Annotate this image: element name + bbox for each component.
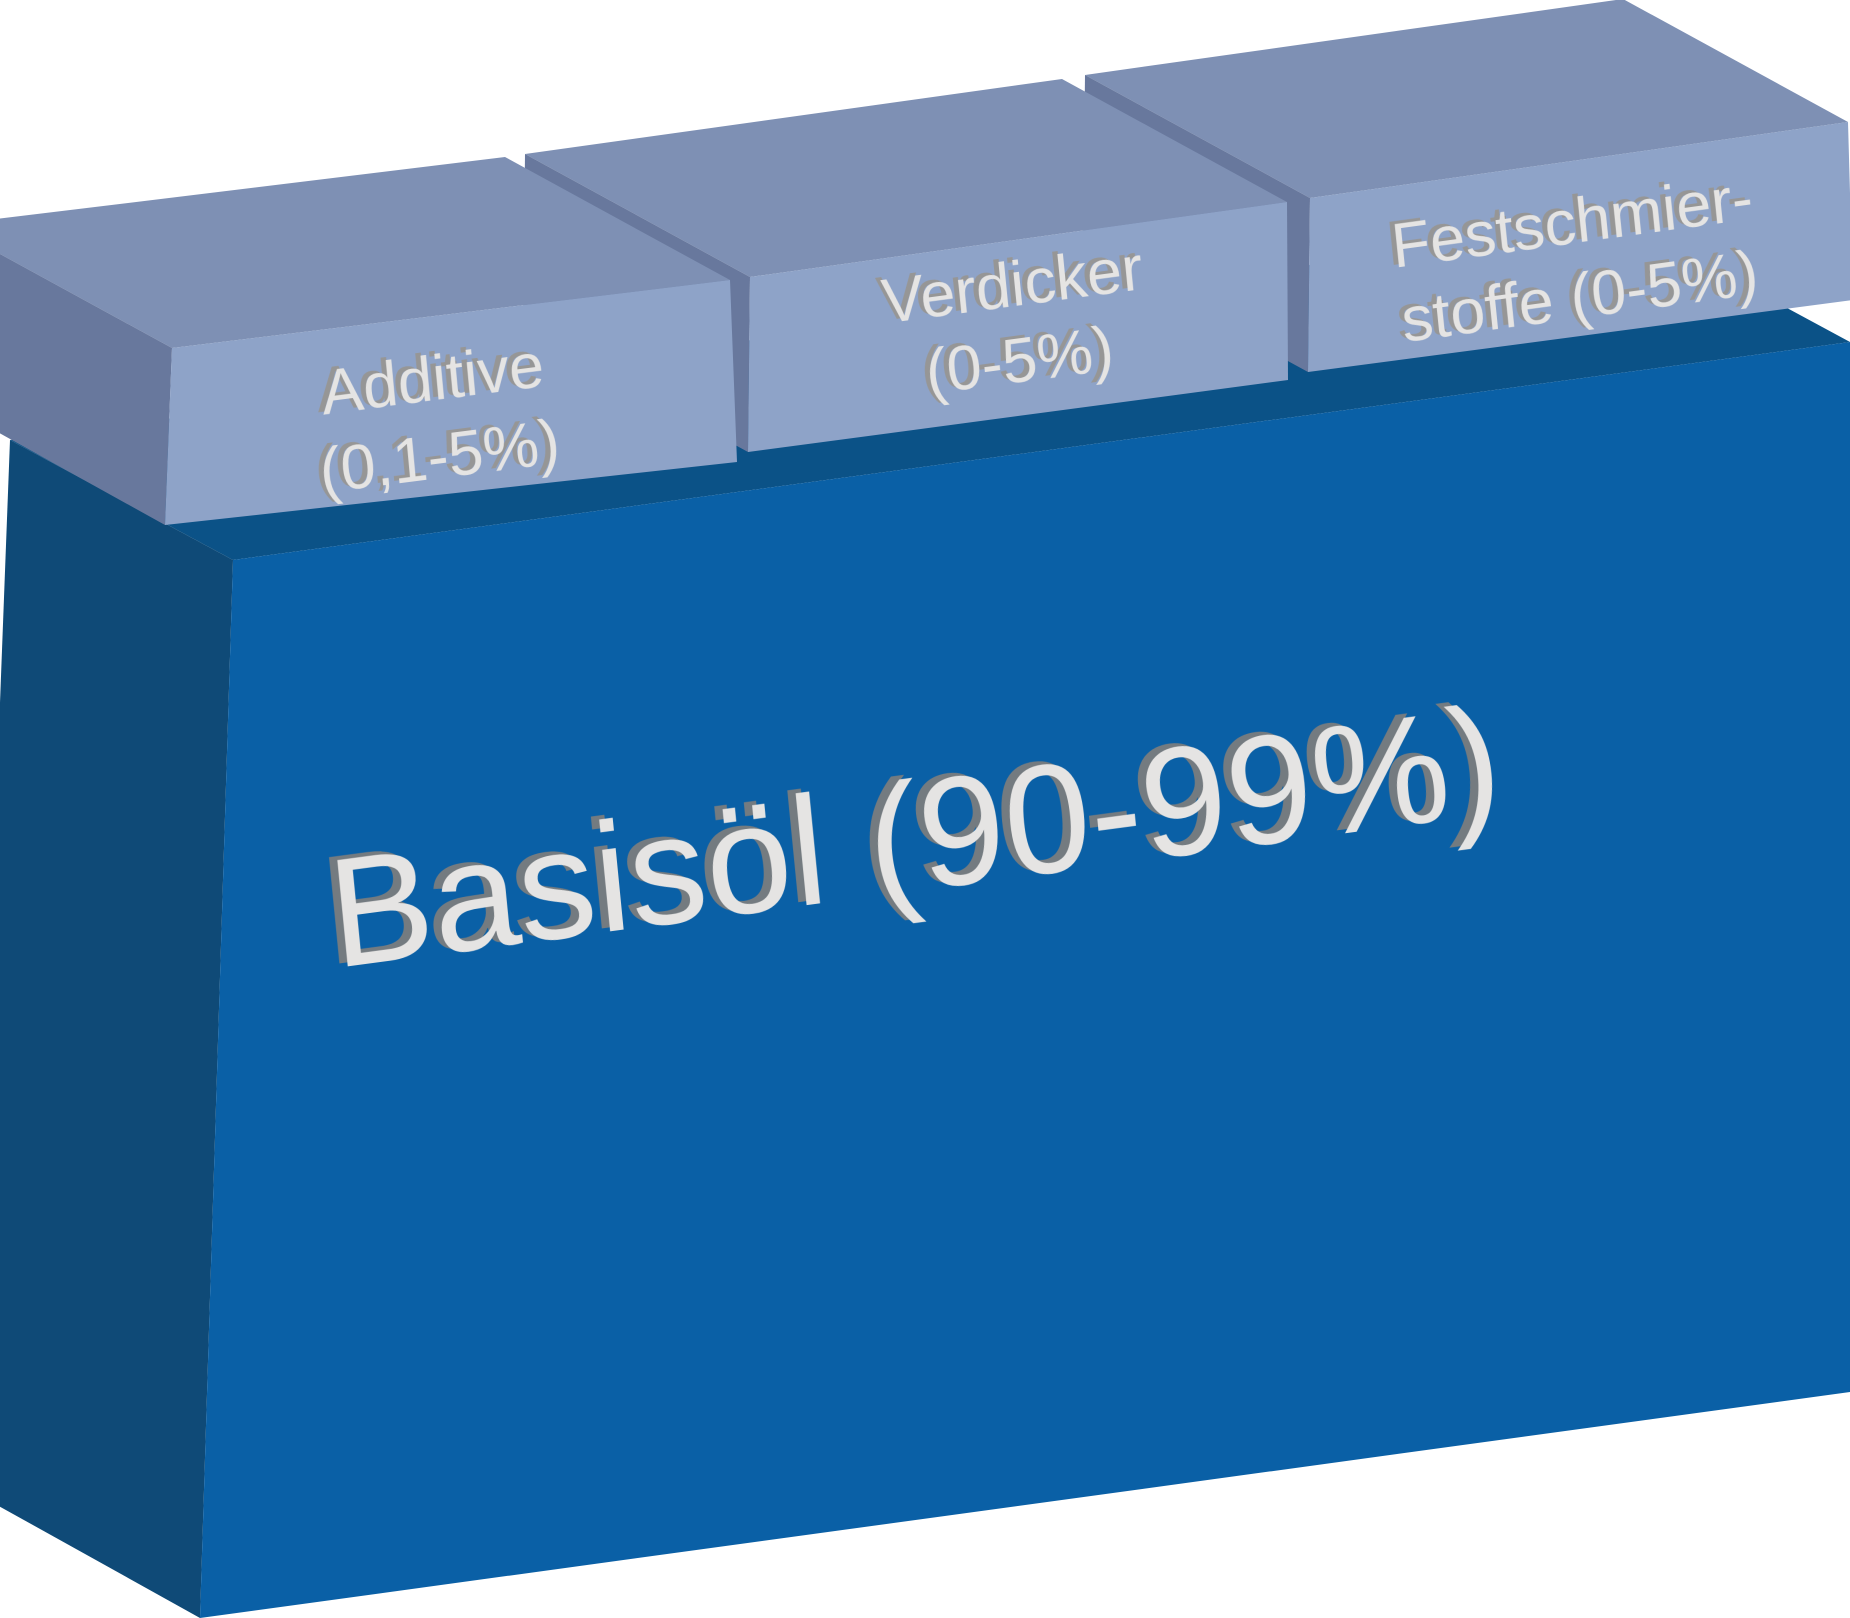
festschmierstoffe-block-top-face (1085, 0, 1848, 198)
festschmierstoffe-block-front-face (1308, 122, 1850, 372)
base-oil-block-front-face (200, 342, 1850, 1618)
additive-block-side-face (0, 253, 172, 525)
additive-block-top-face (0, 157, 730, 348)
verdicker-block-front-face (748, 202, 1288, 452)
additive-block-front-face (165, 280, 737, 525)
base-oil-block-side-face (0, 440, 233, 1618)
verdicker-block-top-face (525, 79, 1287, 277)
